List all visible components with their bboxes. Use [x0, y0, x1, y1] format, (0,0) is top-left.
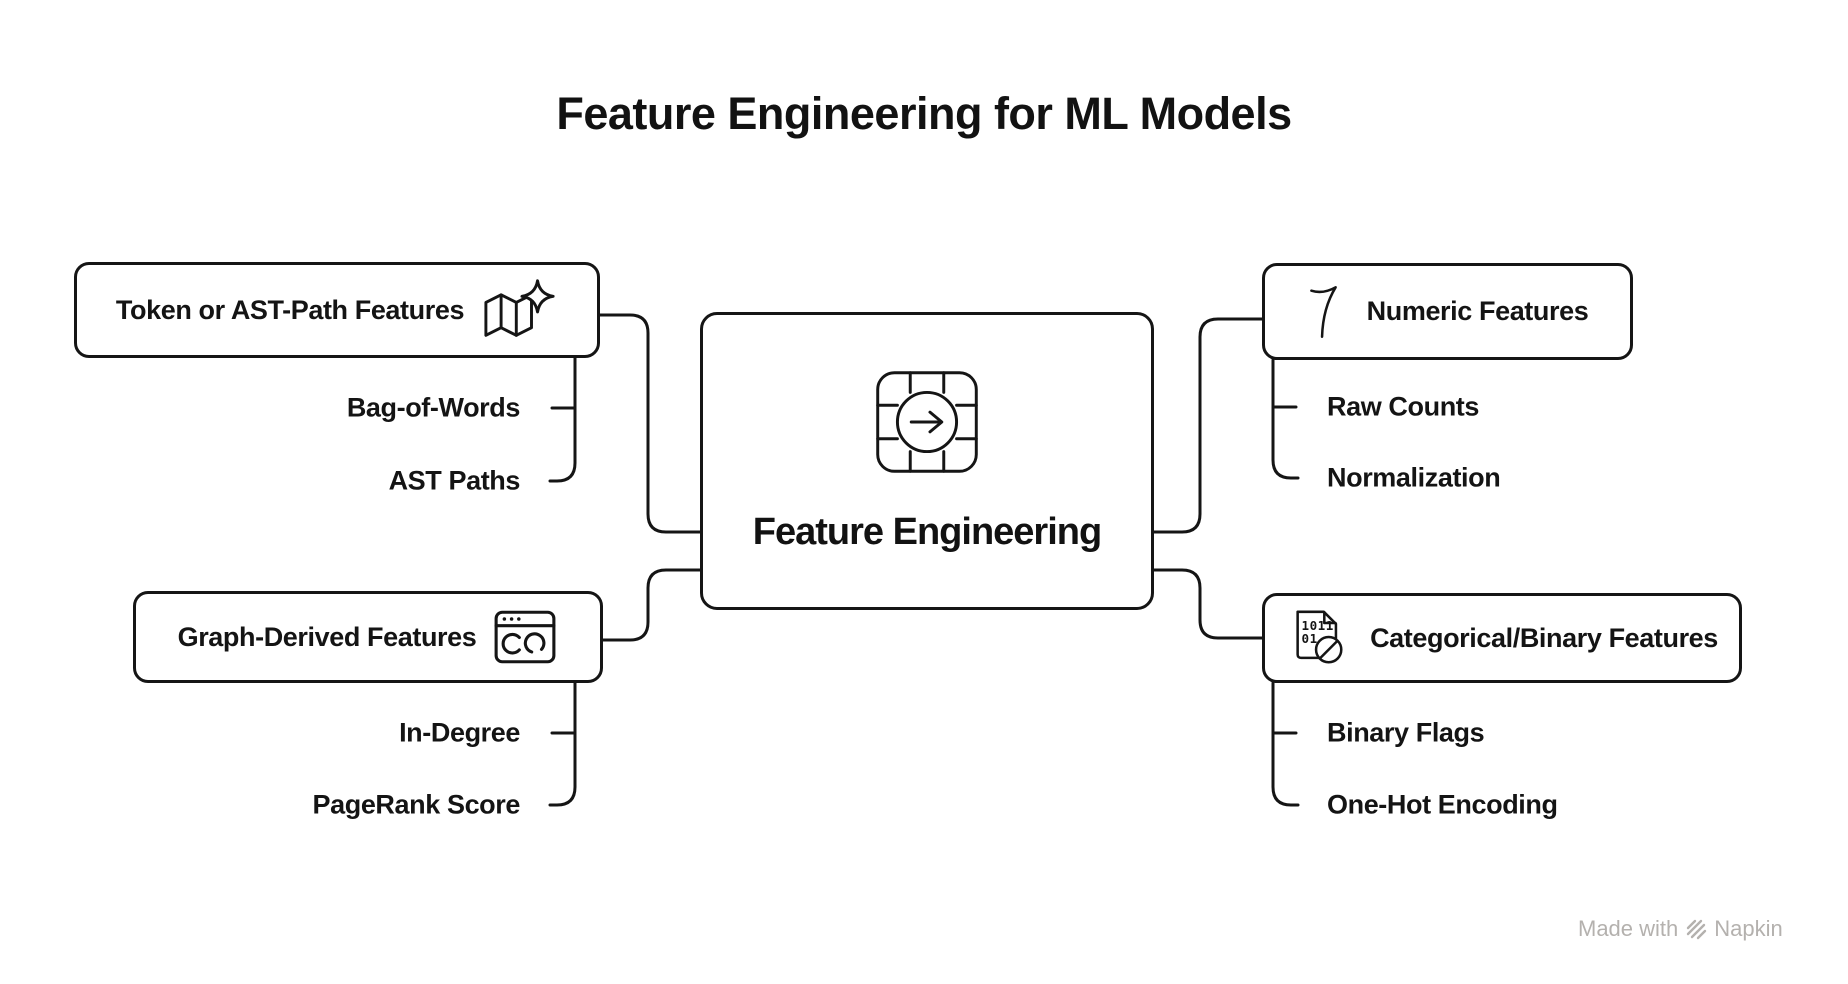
child-label-one-hot-encoding: One-Hot Encoding — [1327, 789, 1558, 820]
connector-graph-central — [601, 568, 702, 642]
watermark-brand: Napkin — [1714, 916, 1783, 941]
page-title: Feature Engineering for ML Models — [556, 88, 1292, 139]
branch-numeric-features: Numeric Features — [1262, 263, 1633, 360]
chip-arrow-icon — [876, 371, 978, 473]
connector-central-categorical — [1152, 568, 1264, 640]
browser-sync-icon — [494, 610, 556, 664]
branch-categorical-binary-features: 1011 01 Categorical/Binary Features — [1262, 593, 1742, 683]
svg-text:1011: 1011 — [1302, 618, 1334, 633]
child-label-raw-counts: Raw Counts — [1327, 391, 1480, 422]
child-label-binary-flags: Binary Flags — [1327, 717, 1485, 748]
branch-token-ast-path-features: Token or AST-Path Features — [74, 262, 600, 358]
map-sparkle-icon — [484, 279, 555, 337]
central-node-feature-engineering: Feature Engineering — [700, 312, 1154, 610]
branch-graph-derived-features: Graph-Derived Features — [133, 591, 603, 683]
child-label-normalization: Normalization — [1327, 462, 1501, 493]
binary-file-icon: 1011 01 — [1296, 610, 1343, 664]
watermark-text: Made with — [1578, 916, 1679, 941]
connector-graph-children — [548, 681, 577, 807]
central-node-label: Feature Engineering — [752, 511, 1102, 553]
svg-text:01: 01 — [1302, 631, 1318, 646]
branch-numeric-label: Numeric Features — [1366, 296, 1589, 326]
connector-token-central — [598, 313, 702, 534]
napkin-watermark: Made with Napkin — [1578, 916, 1783, 942]
connector-numeric-children — [1271, 358, 1300, 480]
child-label-ast-paths: AST Paths — [388, 465, 521, 496]
child-label-bag-of-words: Bag-of-Words — [346, 392, 521, 423]
branch-categorical-label: Categorical/Binary Features — [1370, 622, 1718, 653]
connector-central-numeric — [1152, 317, 1264, 534]
branch-token-label: Token or AST-Path Features — [115, 294, 465, 325]
connector-token-children — [548, 356, 577, 483]
napkin-logo-icon — [1687, 919, 1707, 940]
branch-graph-label: Graph-Derived Features — [177, 621, 477, 652]
numeral-7-icon — [1309, 285, 1337, 338]
child-label-in-degree: In-Degree — [399, 717, 520, 748]
child-label-pagerank-score: PageRank Score — [312, 789, 521, 820]
connector-categorical-children — [1271, 681, 1300, 807]
